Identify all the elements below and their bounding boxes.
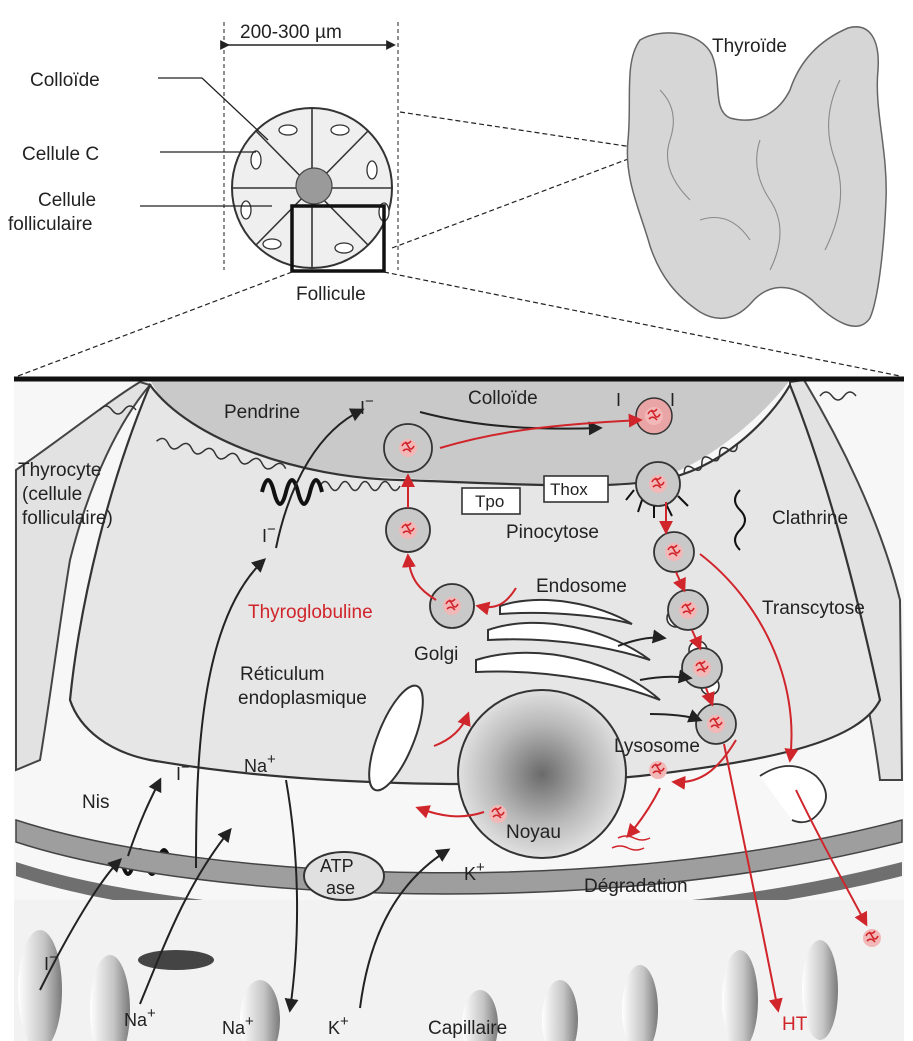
- label-transcytose: Transcytose: [762, 598, 865, 619]
- label-reticulum-2: endoplasmique: [238, 688, 367, 709]
- label-thyrocyte-2: (cellule: [22, 484, 82, 505]
- label-reticulum-1: Réticulum: [240, 664, 324, 685]
- label-endosome: Endosome: [536, 576, 627, 597]
- label-thyroglobuline: Thyroglobuline: [248, 602, 373, 623]
- ion-iodine-2: I: [670, 390, 675, 410]
- scale-label: 200-300 µm: [240, 22, 342, 43]
- label-thyrocyte-3: folliculaire): [22, 508, 113, 529]
- label-noyau: Noyau: [506, 822, 561, 843]
- cell-panel: [14, 378, 904, 1041]
- label-thyrocyte-1: Thyrocyte: [18, 460, 101, 481]
- label-golgi: Golgi: [414, 644, 458, 665]
- label-nis: Nis: [82, 792, 109, 813]
- label-atp-1: ATP: [320, 856, 354, 876]
- label-clathrine: Clathrine: [772, 508, 848, 529]
- label-ht: HT: [782, 1014, 808, 1035]
- label-tpo: Tpo: [475, 492, 504, 511]
- follicle-illustration: [232, 108, 392, 271]
- label-thyroide: Thyroïde: [712, 36, 787, 57]
- thyroid-gland: [627, 27, 886, 326]
- label-cellule-folliculaire-2: folliculaire: [8, 214, 92, 235]
- label-lysosome: Lysosome: [614, 736, 700, 757]
- label-colloide-overview: Colloïde: [30, 70, 100, 91]
- label-follicule: Follicule: [296, 284, 366, 305]
- label-thox: Thox: [550, 480, 588, 499]
- label-pendrine: Pendrine: [224, 402, 300, 423]
- overview-panel: 200-300 µm: [8, 22, 900, 376]
- label-cellule-c: Cellule C: [22, 144, 99, 165]
- ion-iodine-1: I: [616, 390, 621, 410]
- label-capillaire: Capillaire: [428, 1018, 507, 1039]
- label-colloide-cell: Colloïde: [468, 388, 538, 409]
- label-degradation: Dégradation: [584, 876, 688, 897]
- label-cellule-folliculaire-1: Cellule: [38, 190, 96, 211]
- label-atp-2: ase: [326, 878, 355, 898]
- label-pinocytose: Pinocytose: [506, 522, 599, 543]
